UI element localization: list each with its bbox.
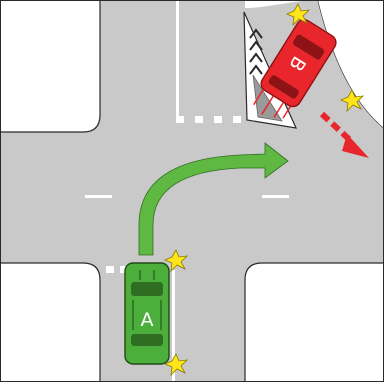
- collision-star-icon: [163, 353, 189, 377]
- car-b-windshield: [292, 34, 325, 60]
- motion-arrow: [319, 111, 369, 158]
- island-chevrons: [249, 28, 263, 75]
- stop-square: [106, 266, 114, 273]
- car-a-label: A: [141, 309, 154, 331]
- stop-square: [195, 116, 203, 123]
- car-b-motion-lines: [253, 89, 292, 119]
- island-core: [252, 74, 283, 122]
- center-dash-west: [85, 195, 112, 198]
- collision-star-icon: [285, 3, 311, 27]
- path-arrow: [138, 142, 289, 256]
- car-a-windshield: [131, 282, 163, 296]
- curb-top-left: [0, 0, 101, 133]
- curved-arrow-right-icon: [138, 142, 289, 256]
- stop-square: [176, 116, 184, 123]
- vehicle-a: A: [124, 262, 170, 365]
- center-dash-east: [262, 195, 289, 198]
- lane-line-south: [172, 270, 175, 382]
- stop-square: [214, 116, 222, 123]
- collision-star-icon: [339, 89, 365, 113]
- stop-square: [120, 266, 128, 273]
- vehicle-b: B: [253, 19, 337, 119]
- impact-markers: [163, 3, 365, 377]
- curb-bottom-left: [0, 262, 101, 382]
- car-a-rear-window: [131, 334, 163, 346]
- car-a-roof-lines: [132, 270, 162, 330]
- collision-star-icon: [163, 249, 189, 273]
- lane-markings: [85, 0, 289, 382]
- stop-square: [233, 116, 241, 123]
- curb-bottom-right: [244, 262, 384, 382]
- car-b-rear-window: [268, 75, 299, 99]
- dashed-arrow-head: [342, 134, 369, 158]
- corner-verge: [318, 0, 384, 128]
- lane-line-north: [176, 0, 179, 120]
